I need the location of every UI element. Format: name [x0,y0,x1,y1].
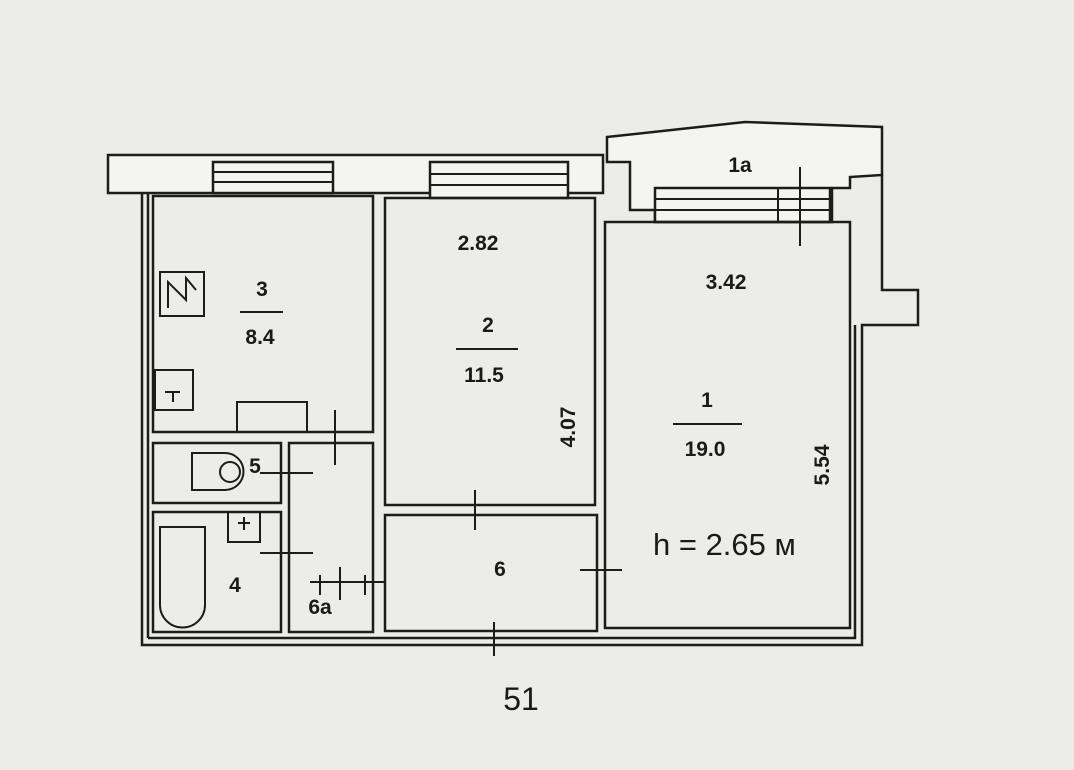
room-2-outline [383,196,597,507]
bathtub-icon [159,526,206,629]
plan-number: 51 [503,681,539,717]
toilet-icon [191,452,245,491]
room-5-number: 5 [249,455,261,478]
room-6a-number: 6a [308,596,332,619]
room-3-number: 3 [256,278,268,301]
ceiling-height: h = 2.65 м [653,527,796,562]
room-6-outline [383,513,599,633]
room-3-outline [151,194,375,434]
sink-icon [154,369,194,411]
room-4-outline [151,510,283,634]
room-6a-outline [287,441,375,634]
washbasin-icon [227,511,261,543]
walls [106,120,920,656]
room-1-number: 1 [701,389,713,412]
room-1-area: 19.0 [685,438,726,461]
room-1-width: 3.42 [706,271,747,294]
stove-icon [159,271,205,317]
room-1-length: 5.54 [811,444,834,485]
room-4-number: 4 [229,574,241,597]
room-1a-number: 1a [728,154,752,177]
counter [236,401,308,433]
room-2-width: 2.82 [458,232,499,255]
labels: 1a 3 8.4 2.82 2 11.5 4.07 3.42 1 19.0 5.… [229,154,834,717]
room-2-number: 2 [482,314,494,337]
room-3-area: 8.4 [245,326,275,349]
room-2-length: 4.07 [557,407,580,448]
room-1-outline [603,220,852,630]
room-2-area: 11.5 [464,364,504,387]
room-6-number: 6 [494,558,506,581]
